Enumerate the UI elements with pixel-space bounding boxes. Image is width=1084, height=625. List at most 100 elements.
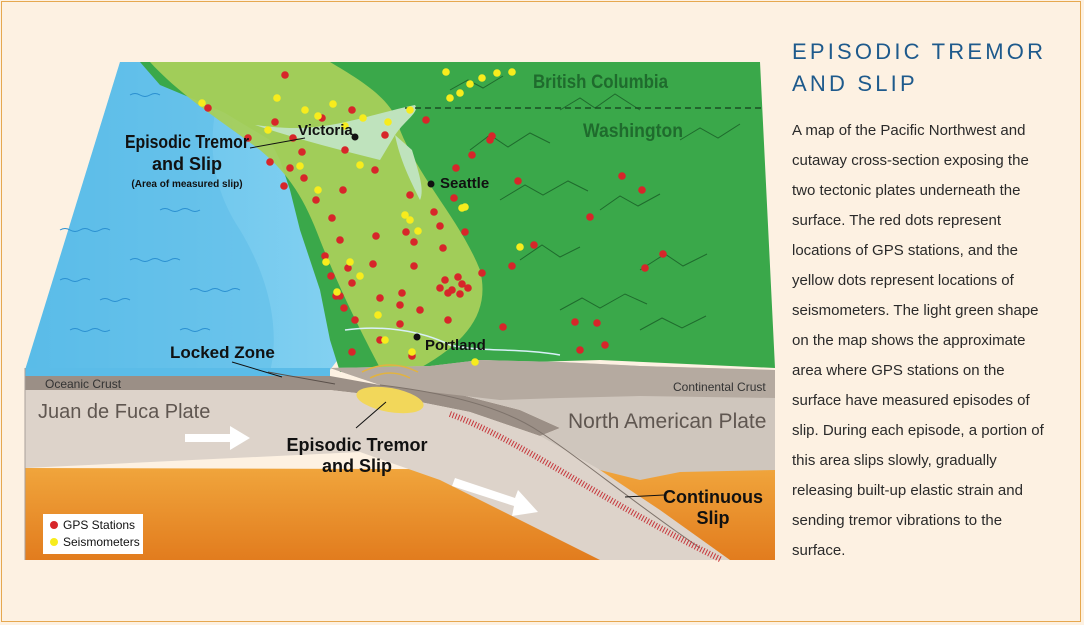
washington-label: Washington	[583, 121, 683, 142]
seismometer-dot	[381, 336, 389, 344]
gps-station-dot	[396, 301, 404, 309]
oceanic-crust-label: Oceanic Crust	[45, 377, 122, 391]
continuous-slip-pointer	[624, 494, 665, 498]
seismometer-dot	[341, 122, 349, 130]
tectonic-diagram: British Columbia Washington Victoria Sea…	[24, 62, 775, 563]
gps-station-dot	[204, 104, 212, 112]
gps-station-dot	[430, 208, 438, 216]
ets-section-pointer	[355, 401, 387, 429]
gps-station-dot	[300, 174, 308, 182]
seismometer-dot	[401, 211, 409, 219]
gps-station-dot	[436, 284, 444, 292]
gps-station-dot	[369, 260, 377, 268]
seismometer-dot	[314, 186, 322, 194]
juan-de-fuca-label: Juan de Fuca Plate	[38, 401, 210, 423]
seismometer-dot	[333, 288, 341, 296]
gps-station-dot	[402, 228, 410, 236]
gps-station-dot	[618, 172, 626, 180]
legend-seismometer-label: Seismometers	[63, 535, 140, 549]
british-columbia-label: British Columbia	[533, 72, 668, 93]
gps-station-dot	[461, 228, 469, 236]
seismometer-dot	[301, 106, 309, 114]
ets-map-title-line1: Episodic Tremor	[125, 132, 249, 152]
locked-zone-label: Locked Zone	[170, 343, 275, 362]
portland-label: Portland	[425, 337, 486, 354]
ets-map-pointer	[249, 137, 306, 149]
gps-station-dot	[341, 146, 349, 154]
sidebar-description: A map of the Pacific Northwest and cutaw…	[792, 122, 1044, 559]
gps-station-dot	[286, 164, 294, 172]
gps-station-dot	[406, 191, 414, 199]
seismometer-dot	[471, 358, 479, 366]
gps-station-dot	[456, 290, 464, 298]
gps-station-dot	[381, 131, 389, 139]
gps-station-dot	[641, 264, 649, 272]
continuous-slip-line2: Slip	[696, 508, 729, 528]
gps-station-dot	[280, 182, 288, 190]
gps-station-dot	[281, 71, 289, 79]
seismometer-dot	[359, 114, 367, 122]
gps-station-dot	[448, 286, 456, 294]
ets-zone	[356, 386, 424, 414]
gps-station-dot	[450, 194, 458, 202]
ets-map-subtitle: (Area of measured slip)	[131, 179, 242, 190]
gps-station-dot	[478, 269, 486, 277]
gps-station-dot	[321, 252, 329, 260]
seismometer-dot	[442, 68, 450, 76]
victoria-marker	[351, 133, 359, 141]
continental-crust	[330, 360, 775, 400]
gps-station-dot	[344, 264, 352, 272]
locked-zone-hatch	[267, 371, 336, 385]
seismometer-dot	[264, 126, 272, 134]
gps-station-dot	[336, 236, 344, 244]
seismometer-dot	[406, 216, 414, 224]
gps-station-dot	[601, 341, 609, 349]
gps-station-dot	[422, 116, 430, 124]
seismometer-dot	[456, 89, 464, 97]
gps-station-dot	[396, 320, 404, 328]
gps-station-dot	[376, 294, 384, 302]
gps-station-dot	[410, 238, 418, 246]
gps-station-dot	[508, 262, 516, 270]
legend: GPS Stations Seismometers	[43, 514, 143, 554]
seattle-label: Seattle	[440, 175, 489, 192]
seismometer-dot	[314, 112, 322, 120]
seismometer-dot	[198, 99, 206, 107]
seismometer-dot	[356, 272, 364, 280]
ets-section-line2: and Slip	[322, 456, 392, 476]
puget-sound	[255, 105, 416, 160]
legend-gps-dot	[50, 521, 58, 529]
ets-section-line1: Episodic Tremor	[286, 435, 427, 455]
gps-station-dot	[328, 214, 336, 222]
seismometer-dot	[446, 94, 454, 102]
juan-de-fuca-plate	[25, 390, 730, 560]
ocean-waves	[59, 93, 241, 332]
gps-station-dot	[266, 158, 274, 166]
gps-station-dot	[586, 213, 594, 221]
gps-station-dot	[339, 186, 347, 194]
gps-station-dot	[327, 272, 335, 280]
puget-sound-2	[395, 135, 422, 200]
seismometer-dot	[356, 161, 364, 169]
seismometer-dots	[198, 68, 524, 366]
seismometer-dot	[458, 204, 466, 212]
continuous-slip-zone	[448, 411, 724, 563]
gps-station-dot	[638, 186, 646, 194]
portland-marker	[413, 333, 421, 341]
plate-interface	[379, 384, 701, 549]
columbia-river	[344, 327, 561, 356]
seismometer-dot	[493, 69, 501, 77]
seismometer-dot	[296, 162, 304, 170]
gps-station-dot	[439, 244, 447, 252]
gps-station-dot	[571, 318, 579, 326]
seismometer-dot	[406, 106, 414, 114]
gps-station-dot	[499, 323, 507, 331]
gps-station-dot	[244, 134, 252, 142]
gps-station-dot	[298, 148, 306, 156]
gps-station-dot	[398, 289, 406, 297]
gps-station-dot	[530, 241, 538, 249]
seismometer-dot	[414, 227, 422, 235]
seismometer-dot	[408, 348, 416, 356]
gps-station-dot	[454, 273, 462, 281]
subduction-arrow	[452, 478, 538, 516]
